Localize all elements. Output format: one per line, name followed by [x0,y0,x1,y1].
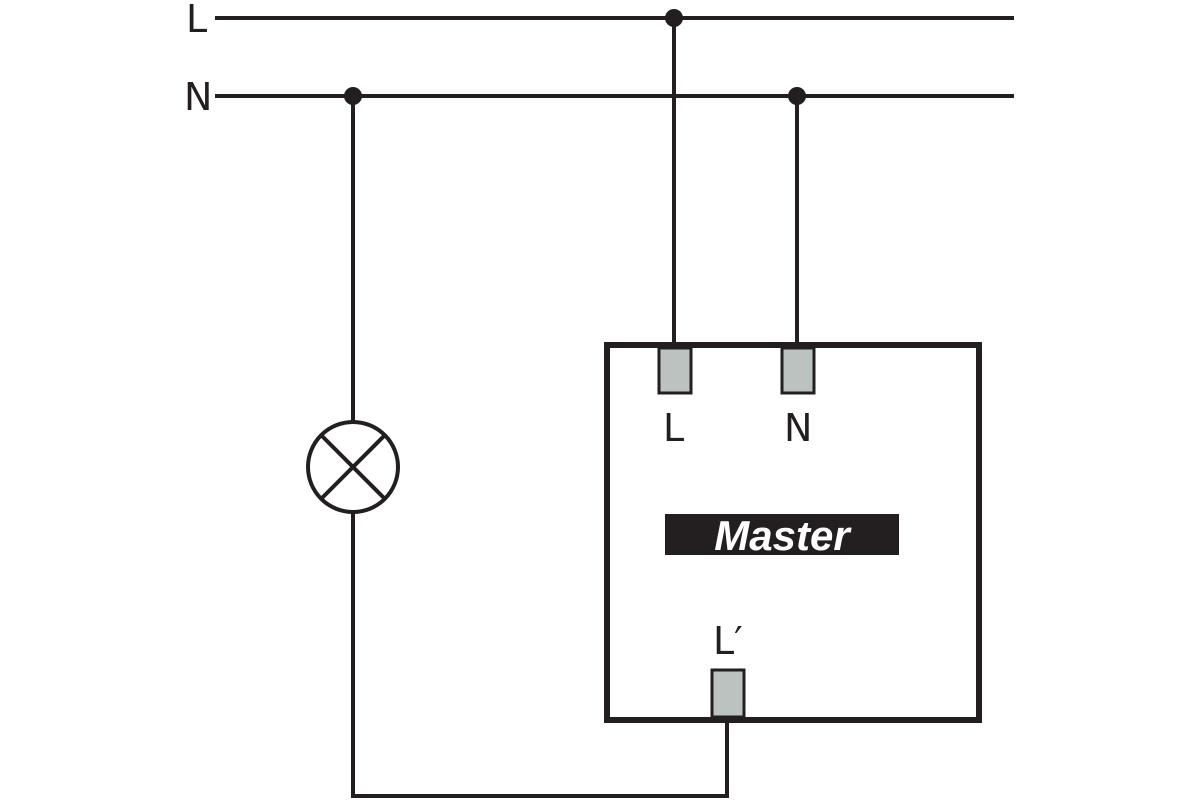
terminal-output-label: L′ [713,619,743,663]
line-junction [665,9,683,27]
neutral-rail-label: N [184,75,212,119]
terminal-line [657,346,693,395]
master-label: Master [714,512,852,559]
neutral-junction-device [788,87,806,105]
master-device-box [604,342,982,723]
lamp-icon [306,420,400,514]
terminal-switched-output [710,668,746,719]
terminal-line-label: L [663,406,684,450]
line-rail-label: L [186,0,207,41]
terminal-neutral-label: N [784,406,812,450]
master-label-bar [665,514,899,555]
terminal-neutral [780,346,816,395]
